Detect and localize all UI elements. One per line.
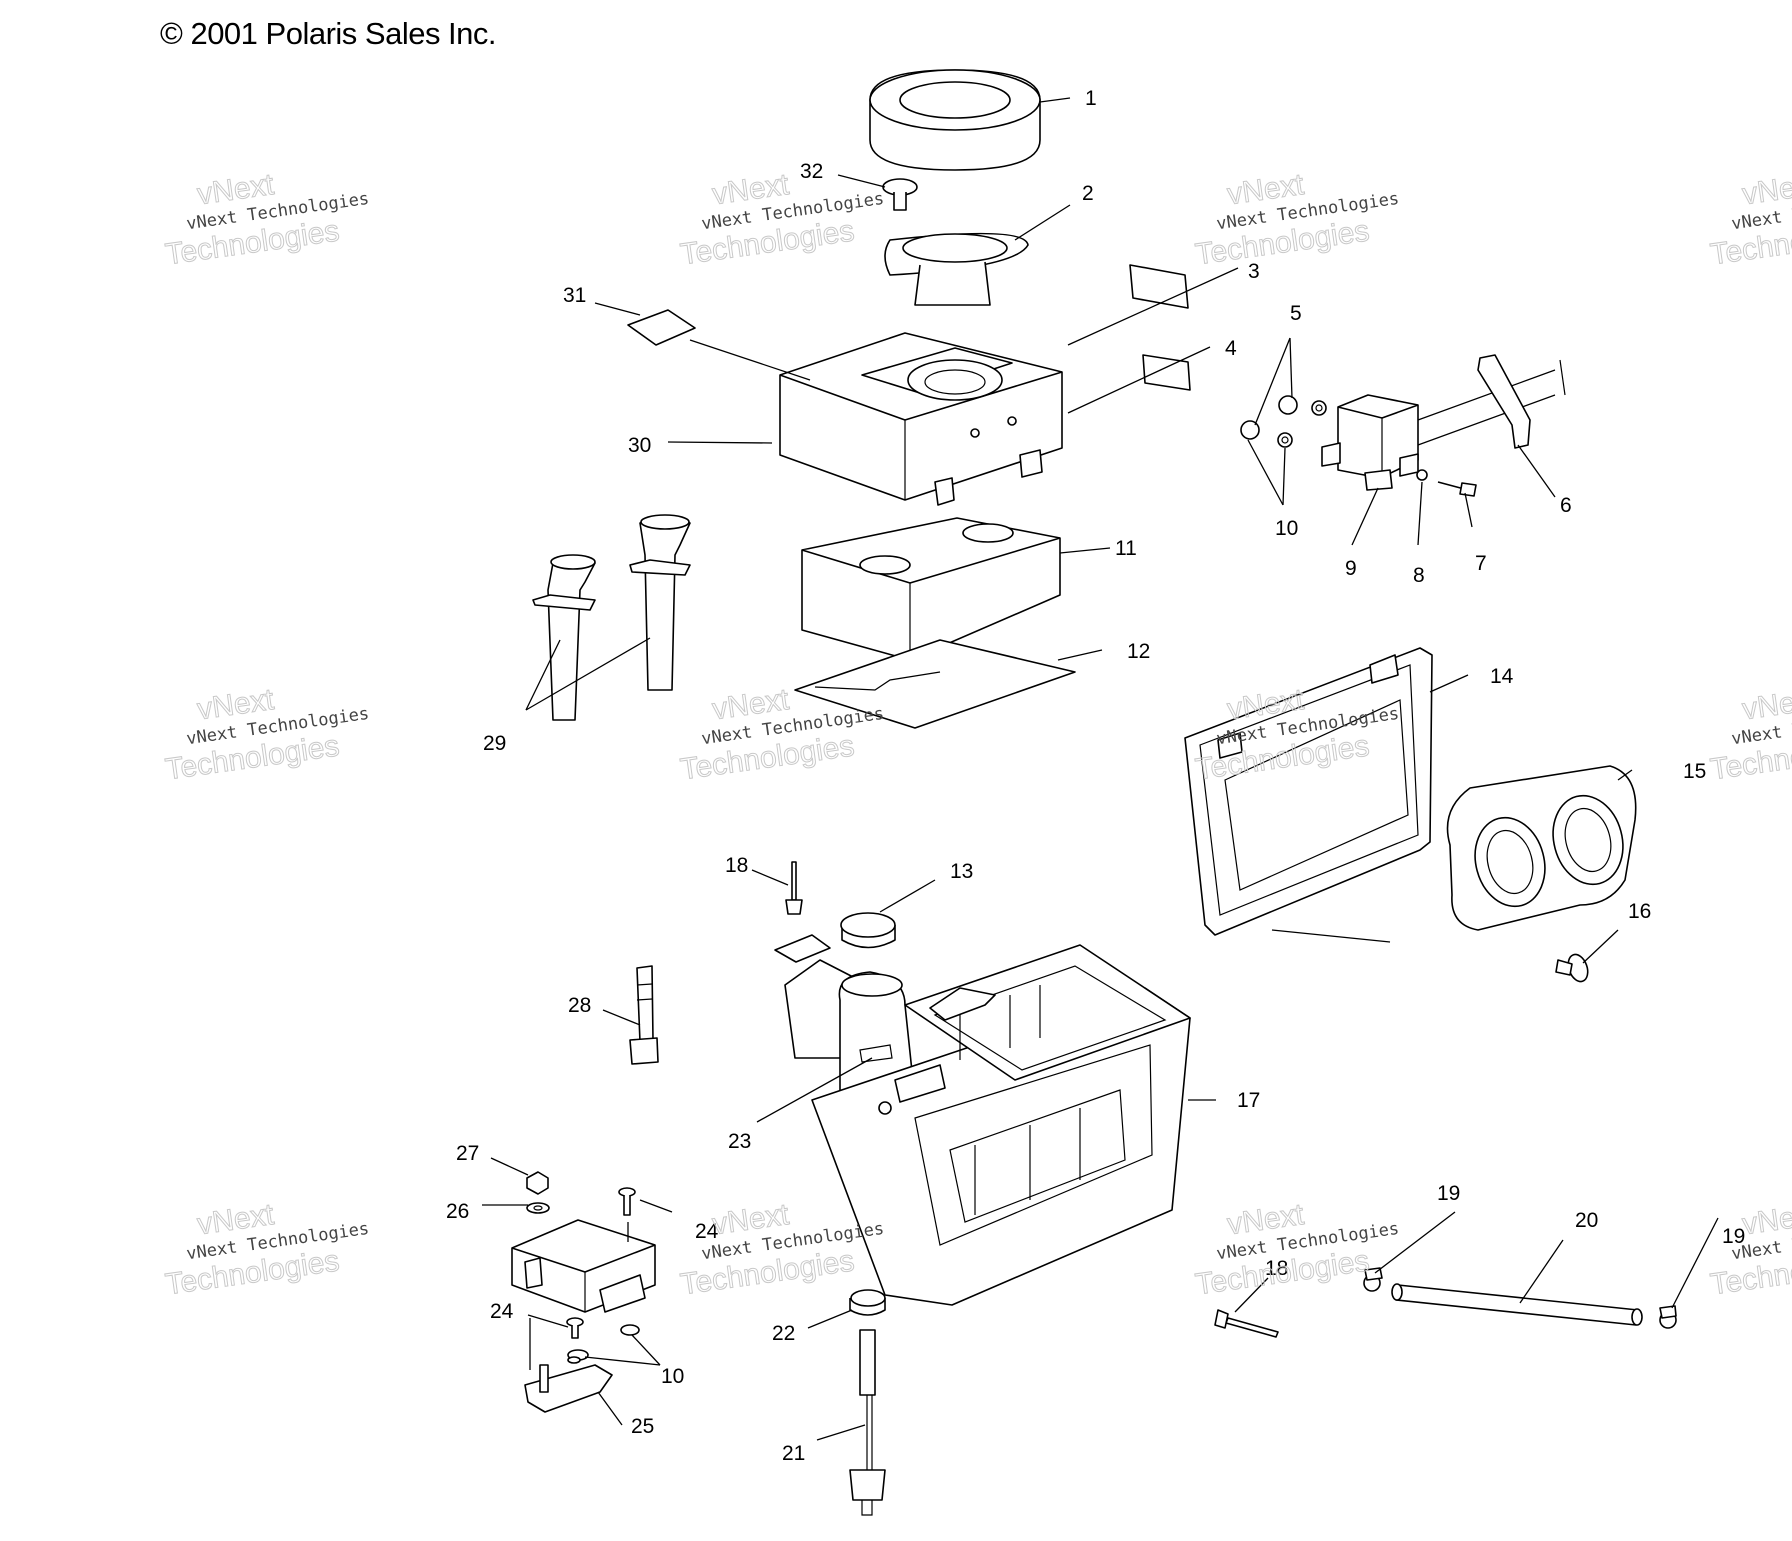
part-cdi-box [511,1219,656,1313]
callout-24a: 24 [695,1220,719,1243]
callout-8: 8 [1413,564,1425,587]
callout-30: 30 [628,434,651,457]
callout-10b: 10 [661,1365,684,1388]
svg-text:vNext: vNext [1740,683,1792,726]
callout-14: 14 [1490,665,1514,688]
watermark: vNext vNext Technologies Technologies [1193,167,1401,271]
callout-4: 4 [1225,337,1237,360]
callout-22: 22 [772,1322,795,1345]
callout-2: 2 [1082,182,1094,205]
callout-numbers: 1 32 2 3 31 4 5 30 6 10 9 8 7 11 12 14 2… [446,87,1745,1465]
callout-9: 9 [1345,557,1357,580]
callout-28: 28 [568,994,591,1017]
part-grommet [849,1289,886,1316]
part-airbox-body [774,934,1191,1306]
part-bolt-upper [785,861,803,915]
part-hose-clamp-left [1363,1267,1383,1292]
part-mounting-bracket [524,1364,613,1413]
part-screw-lower [566,1317,584,1339]
watermark: vNext vNext Technologies Technologies [1708,682,1792,786]
callout-19b: 19 [1722,1225,1745,1248]
part-label-3 [1129,264,1189,309]
callout-32: 32 [800,160,823,183]
part-velocity-stacks [532,514,691,721]
callout-21: 21 [782,1442,805,1465]
callout-20: 20 [1575,1209,1598,1232]
callout-18b: 18 [1265,1257,1288,1280]
part-silencer-ring [869,69,1041,171]
callout-24b: 24 [490,1300,514,1323]
part-gasket-plate [794,639,1076,729]
callout-11: 11 [1115,537,1137,560]
watermark: vNext vNext Technologies Technologies [678,167,886,271]
callout-29: 29 [483,732,506,755]
part-label-4 [1142,354,1191,391]
part-rubber-bushings [567,1324,640,1364]
watermark: vNext vNext Technologies Technologies [163,682,371,786]
callout-23: 23 [728,1130,751,1153]
part-hex-nut [526,1171,549,1195]
part-airbox-frame [1184,647,1433,936]
watermarks: vNext vNext Technologies Technologies vN… [163,167,1792,1301]
callout-17: 17 [1237,1089,1260,1112]
part-push-pin [1555,953,1589,983]
callout-19a: 19 [1437,1182,1460,1205]
watermark: vNext vNext Technologies Technologies [1708,167,1792,271]
part-bolt-lower [1214,1309,1279,1338]
part-inlet-funnel [884,232,1029,306]
part-foam-filter [801,517,1061,661]
callout-7: 7 [1475,552,1487,575]
part-push-rivet [882,178,918,211]
part-coil-assembly [1240,354,1566,497]
part-screw-upper [618,1187,636,1216]
callout-3: 3 [1248,260,1260,283]
callout-26: 26 [446,1200,469,1223]
callout-1: 1 [1085,87,1097,110]
callout-16: 16 [1628,900,1651,923]
leader-lines [482,97,1719,1441]
callout-27: 27 [456,1142,479,1165]
part-label-31 [627,309,696,346]
watermark: vNext vNext Technologies Technologies [163,1197,371,1301]
callout-10a: 10 [1275,517,1298,540]
part-washer [526,1202,550,1214]
callout-6: 6 [1560,494,1572,517]
copyright-notice: © 2001 Polaris Sales Inc. [160,16,497,51]
callout-25: 25 [631,1415,654,1438]
part-twin-intake-boot [1446,765,1637,931]
watermark: vNext vNext Technologies Technologies [1708,1197,1792,1301]
callout-5: 5 [1290,302,1302,325]
svg-text:vNext: vNext [1740,1198,1792,1241]
callout-15: 15 [1683,760,1706,783]
callout-31: 31 [563,284,586,307]
part-hose-clamp-right [1659,1305,1677,1329]
part-latch [629,965,659,1065]
svg-text:vNext: vNext [1740,168,1792,211]
part-temperature-sensor [849,1329,886,1516]
callout-12: 12 [1127,640,1150,663]
part-breather-hose [1391,1283,1643,1326]
callout-13: 13 [950,860,973,883]
part-oil-cap [840,912,896,949]
watermark: vNext vNext Technologies Technologies [163,167,371,271]
part-airbox-lid [779,332,1063,506]
callout-18a: 18 [725,854,748,877]
